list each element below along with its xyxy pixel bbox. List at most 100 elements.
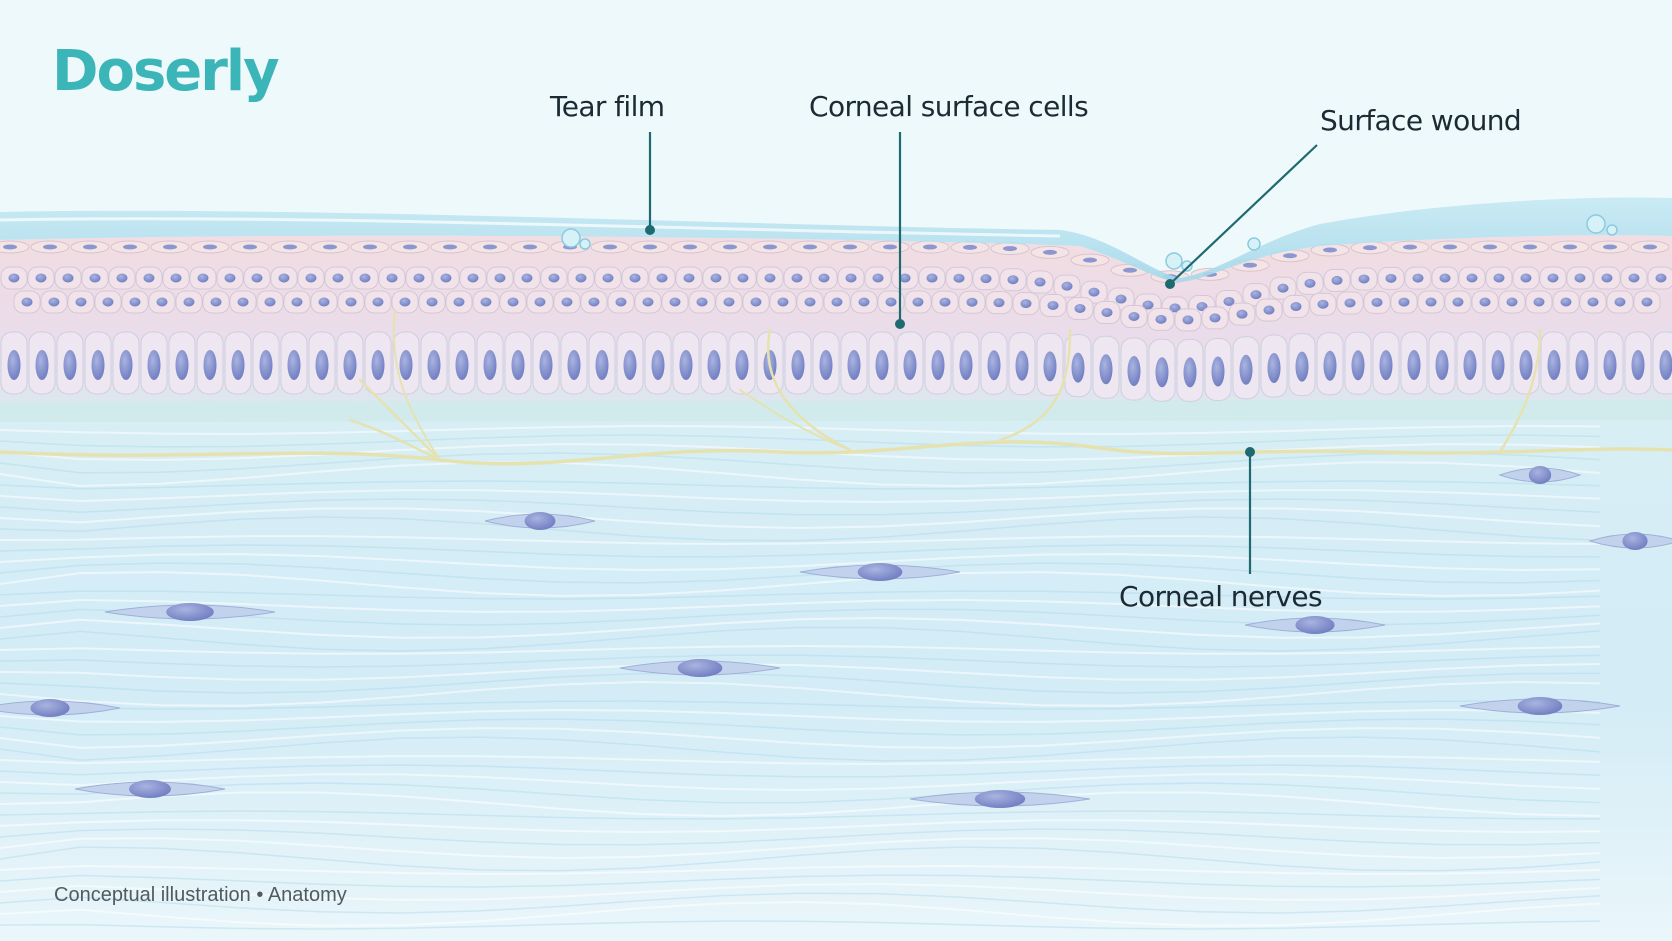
- squamous-nucleus: [603, 244, 617, 250]
- stroma-fiber: [0, 553, 1601, 572]
- basal-nucleus: [595, 350, 609, 380]
- stroma-fiber: [0, 864, 1601, 876]
- squamous-nucleus: [1283, 253, 1297, 259]
- wing-nucleus: [953, 273, 965, 283]
- wing-nucleus: [399, 297, 411, 307]
- squamous-nucleus: [1483, 244, 1497, 250]
- keratocyte-nucleus: [1622, 532, 1648, 550]
- squamous-nucleus: [643, 244, 657, 250]
- squamous-nucleus: [1083, 257, 1097, 263]
- stroma-fiber: [0, 598, 1601, 613]
- squamous-nucleus: [1403, 244, 1417, 250]
- wing-nucleus: [467, 273, 479, 283]
- squamous-nucleus: [963, 244, 977, 250]
- wing-nucleus: [818, 273, 830, 283]
- stroma-fibers-tinted: [0, 434, 1601, 930]
- wing-nucleus: [237, 297, 249, 307]
- stroma-fiber: [0, 644, 1601, 655]
- stroma-fiber: [0, 727, 1601, 749]
- squamous-nucleus: [243, 244, 257, 250]
- wing-nucleus: [1587, 297, 1599, 307]
- tear-film: [0, 197, 1672, 282]
- stroma-fiber: [0, 700, 1601, 710]
- wing-nucleus: [102, 297, 114, 307]
- wing-nucleus: [1601, 273, 1613, 283]
- wing-nucleus: [480, 297, 492, 307]
- squamous-nucleus: [723, 244, 737, 250]
- stromal-keratocytes: [0, 466, 1672, 808]
- stroma-fiber: [0, 837, 1601, 860]
- stroma-fiber: [0, 892, 1601, 914]
- basal-nucleus: [1351, 350, 1365, 381]
- wing-nucleus: [845, 273, 857, 283]
- basal-nucleus: [1519, 350, 1533, 381]
- basal-nucleus: [1295, 351, 1309, 382]
- caption-separator: •: [256, 884, 264, 906]
- stroma-fiber: [0, 900, 1601, 927]
- basal-nucleus: [119, 350, 133, 380]
- wing-nucleus: [615, 297, 627, 307]
- wing-nucleus: [696, 297, 708, 307]
- squamous-nucleus: [883, 244, 897, 250]
- basal-nucleus: [63, 350, 77, 380]
- wing-nucleus: [737, 273, 749, 283]
- squamous-nucleus: [523, 244, 537, 250]
- basal-nucleus: [455, 350, 469, 380]
- basal-nucleus: [1127, 356, 1141, 387]
- wing-nucleus: [980, 274, 992, 284]
- stroma-fiber: [0, 755, 1601, 766]
- wing-nucleus: [1061, 281, 1073, 291]
- leader-dots: [645, 225, 1255, 457]
- wing-nucleus: [1398, 297, 1410, 307]
- squamous-nucleus: [283, 244, 297, 250]
- wing-nucleus: [156, 297, 168, 307]
- wing-nucleus: [1479, 297, 1491, 307]
- stroma-fiber: [0, 791, 1601, 818]
- basal-nucleus: [959, 350, 973, 381]
- wing-nucleus: [1533, 297, 1545, 307]
- basal-nucleus: [399, 350, 413, 380]
- stroma-fiber: [0, 680, 1601, 707]
- wing-nucleus: [291, 297, 303, 307]
- squamous-nucleus: [363, 244, 377, 250]
- wing-nucleus: [1290, 302, 1302, 312]
- squamous-nucleus: [163, 244, 177, 250]
- squamous-nucleus: [843, 244, 857, 250]
- wing-nucleus: [534, 297, 546, 307]
- stroma-fiber: [0, 434, 1601, 448]
- wing-nucleus: [89, 273, 101, 283]
- stroma-fibers: [0, 424, 1601, 927]
- squamous-nucleus: [1643, 244, 1657, 250]
- wing-nucleus: [1466, 273, 1478, 283]
- basal-nucleus: [343, 350, 357, 380]
- wing-nucleus: [1169, 303, 1181, 313]
- squamous-nucleus: [1003, 246, 1017, 252]
- basal-nucleus: [511, 350, 525, 380]
- wing-nucleus: [723, 297, 735, 307]
- wing-nucleus: [1493, 273, 1505, 283]
- stroma-fiber: [0, 782, 1601, 804]
- wing-nucleus: [35, 273, 47, 283]
- wing-nucleus: [899, 273, 911, 283]
- surface-squamous-cells: [0, 240, 1670, 284]
- basal-nucleus: [679, 350, 693, 380]
- wing-nucleus: [1142, 300, 1154, 310]
- wing-nucleus: [210, 297, 222, 307]
- stroma-fiber: [0, 920, 1601, 930]
- basal-nucleus: [875, 350, 889, 381]
- wing-nucleus: [588, 297, 600, 307]
- squamous-nucleus: [1523, 244, 1537, 250]
- wing-nucleus: [872, 273, 884, 283]
- stroma-fiber: [0, 672, 1601, 694]
- wing-nucleus: [453, 297, 465, 307]
- wing-nucleus: [561, 297, 573, 307]
- stroma-fiber: [0, 662, 1601, 681]
- keratocyte: [1588, 532, 1672, 550]
- wing-nucleus: [21, 297, 33, 307]
- wing-nucleus: [1304, 278, 1316, 288]
- basal-nucleus: [1631, 350, 1645, 380]
- stroma-fiber: [0, 764, 1601, 778]
- keratocyte: [619, 659, 781, 677]
- wing-nucleus: [521, 273, 533, 283]
- wing-nucleus: [1007, 275, 1019, 285]
